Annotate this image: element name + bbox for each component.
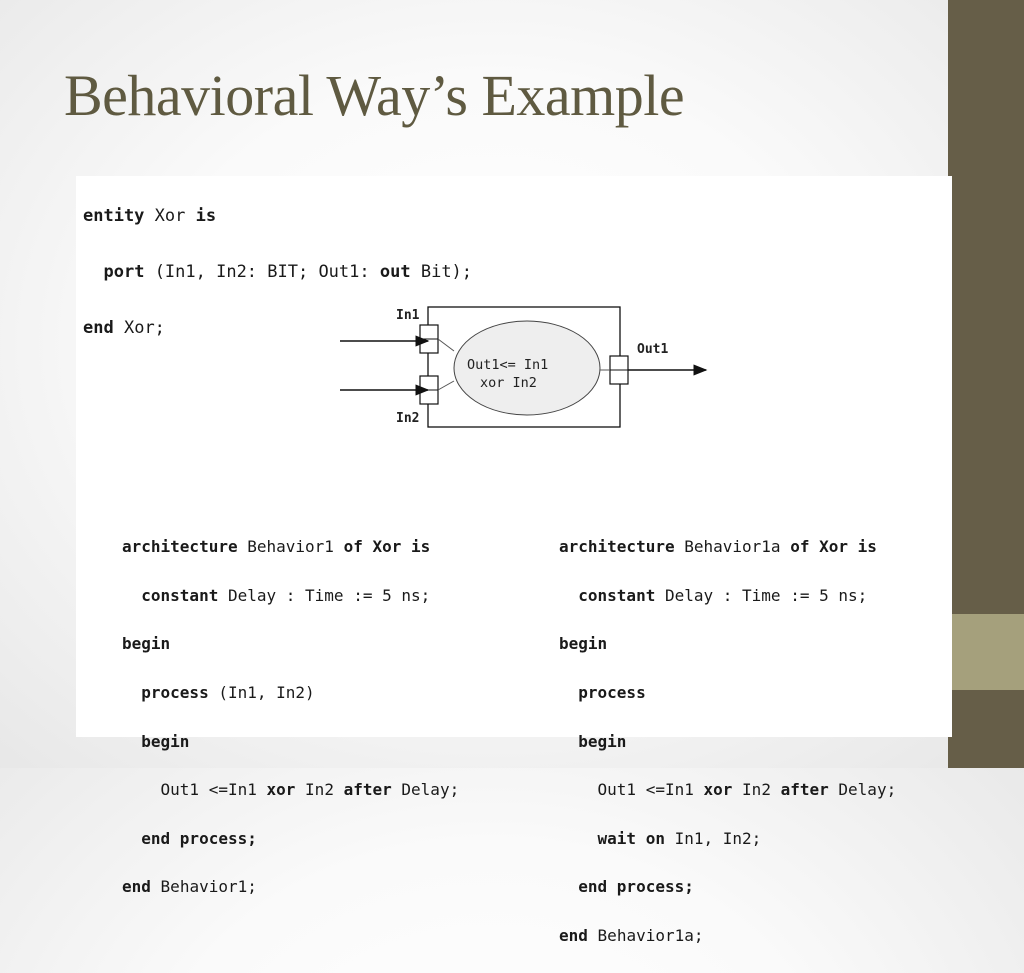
identifier: Behavior1a bbox=[684, 537, 781, 557]
code-text: In1, In2; bbox=[674, 828, 762, 848]
keyword: after bbox=[343, 780, 392, 800]
keyword: begin bbox=[122, 634, 171, 654]
out1-label: Out1 bbox=[637, 342, 668, 357]
code-line: end Xor; bbox=[83, 314, 472, 342]
code-line: architecture Behavior1 of Xor is bbox=[122, 535, 459, 559]
code-line: wait on In1, In2; bbox=[559, 827, 896, 851]
keyword: begin bbox=[141, 731, 190, 751]
code-text: (In1, In2) bbox=[218, 683, 315, 703]
code-line: process (In1, In2) bbox=[122, 681, 459, 705]
code-text: Delay; bbox=[838, 780, 897, 800]
keyword: xor bbox=[703, 780, 733, 800]
identifier: Behavior1a; bbox=[597, 926, 704, 946]
code-text: Delay : Time := 5 ns; bbox=[664, 585, 868, 605]
code-line: Out1 <=In1 xor In2 after Delay; bbox=[559, 778, 897, 802]
keyword: begin bbox=[559, 634, 608, 654]
code-text: Xor; bbox=[123, 318, 165, 338]
process-text-line1: Out1<= In1 bbox=[467, 357, 548, 373]
side-accent-block bbox=[948, 614, 1024, 690]
keyword: entity bbox=[83, 206, 145, 226]
keyword: end bbox=[559, 926, 588, 946]
code-line: architecture Behavior1a of Xor is bbox=[559, 535, 896, 559]
keyword: out bbox=[379, 262, 411, 282]
slide-title: Behavioral Way’s Example bbox=[64, 63, 685, 128]
keyword: architecture bbox=[559, 537, 675, 557]
keyword: wait on bbox=[597, 828, 665, 848]
code-text: Out1 <=In1 bbox=[597, 780, 694, 800]
keyword: end process; bbox=[141, 828, 257, 848]
code-line: begin bbox=[122, 632, 459, 656]
code-line: entity Xor is bbox=[83, 202, 472, 230]
in1-label: In1 bbox=[396, 308, 420, 323]
keyword: process bbox=[578, 683, 646, 703]
keyword: is bbox=[195, 206, 217, 226]
in2-label: In2 bbox=[396, 411, 419, 426]
keyword: constant bbox=[578, 585, 656, 605]
code-text: Delay : Time := 5 ns; bbox=[227, 585, 431, 605]
keyword: port bbox=[103, 262, 145, 282]
in1-connector bbox=[437, 338, 455, 352]
code-text: In2 bbox=[305, 780, 334, 800]
architecture-behavior1: architecture Behavior1 of Xor is constan… bbox=[122, 511, 459, 924]
code-line: begin bbox=[559, 632, 896, 656]
code-line: begin bbox=[122, 730, 459, 754]
code-line: end Behavior1a; bbox=[559, 924, 896, 948]
code-text: Delay; bbox=[401, 780, 460, 800]
keyword: of Xor is bbox=[790, 537, 877, 557]
code-text: In2 bbox=[742, 780, 771, 800]
keyword: after bbox=[780, 780, 829, 800]
in2-connector bbox=[437, 380, 455, 391]
code-line: constant Delay : Time := 5 ns; bbox=[122, 584, 459, 608]
code-line: constant Delay : Time := 5 ns; bbox=[559, 584, 896, 608]
process-ellipse bbox=[453, 320, 601, 416]
keyword: end bbox=[122, 877, 151, 897]
code-line: end process; bbox=[122, 827, 459, 851]
keyword: process bbox=[141, 683, 209, 703]
identifier: Xor bbox=[154, 206, 186, 226]
xor-block-diagram: In1 In2 Out1 Out1<= In1 xor In2 bbox=[340, 306, 708, 428]
code-line: end process; bbox=[559, 875, 896, 899]
identifier: Behavior1 bbox=[247, 537, 334, 557]
code-line: process bbox=[559, 681, 896, 705]
keyword: xor bbox=[266, 780, 296, 800]
code-text: Out1 <=In1 bbox=[160, 780, 257, 800]
entity-declaration: entity Xor is port (In1, In2: BIT; Out1:… bbox=[83, 174, 472, 370]
code-text: Bit); bbox=[420, 262, 473, 282]
keyword: constant bbox=[141, 585, 219, 605]
keyword: end bbox=[83, 318, 114, 338]
keyword: of Xor is bbox=[343, 537, 431, 557]
content-panel bbox=[76, 176, 952, 737]
code-line: port (In1, In2: BIT; Out1: out Bit); bbox=[83, 258, 472, 286]
code-line: begin bbox=[559, 730, 896, 754]
keyword: begin bbox=[578, 731, 627, 751]
code-text: (In1, In2: BIT; Out1: bbox=[154, 262, 370, 282]
architecture-behavior1a: architecture Behavior1a of Xor is consta… bbox=[559, 511, 896, 973]
process-text-line2: xor In2 bbox=[480, 375, 537, 391]
code-line: end Behavior1; bbox=[122, 875, 459, 899]
code-line: Out1 <=In1 xor In2 after Delay; bbox=[122, 778, 460, 802]
identifier: Behavior1; bbox=[160, 877, 257, 897]
keyword: architecture bbox=[122, 537, 238, 557]
keyword: end process; bbox=[578, 877, 694, 897]
